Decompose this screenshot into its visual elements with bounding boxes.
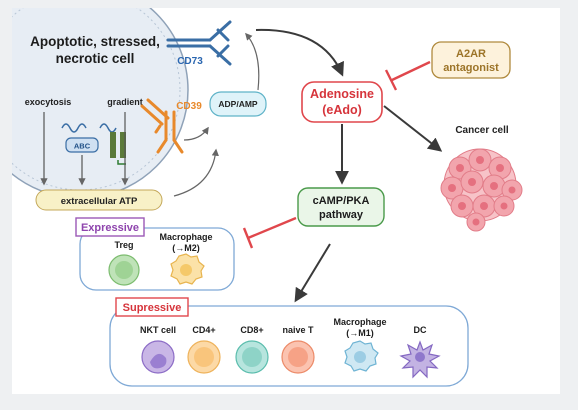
adp-amp-pill: [209, 91, 267, 117]
naive-t-cell-icon: [281, 340, 315, 374]
pathway-line2: pathway: [319, 209, 364, 221]
cell-title-line1: Apoptotic, stressed,: [30, 34, 160, 49]
dc-label: DC: [414, 325, 427, 335]
macrophage-m1-sub: (→M1): [346, 328, 374, 338]
pathway-to-supressive-arrow: [294, 243, 331, 303]
abc-transporter-label: ABC: [74, 142, 91, 151]
nkt-label: NKT cell: [140, 325, 176, 335]
supressive-title: Supressive: [123, 302, 182, 314]
adenosine-to-cancer-arrow: [383, 105, 443, 152]
macrophage-m1-label: Macrophage: [333, 317, 386, 327]
macrophage-m2-sub: (→M2): [172, 243, 200, 253]
atp-label: extracellular ATP: [61, 196, 138, 207]
dc-cell-icon: [399, 340, 441, 379]
cancer-cell-nuclei: [448, 156, 516, 226]
antagonist-inhibition: [384, 60, 431, 91]
cd73-enzyme-icon: [166, 20, 232, 66]
a2ar-antagonist-box: [431, 41, 511, 79]
membrane-channels: [61, 123, 126, 165]
antagonist-line2: antagonist: [443, 62, 499, 74]
treg-label: Treg: [114, 240, 133, 250]
nkt-cell-icon: [141, 340, 175, 374]
conversion-arrows: [173, 32, 260, 197]
cd73-to-adenosine-arrow: [255, 28, 344, 77]
naive-t-label: naive T: [282, 325, 314, 335]
treg-cell-icon: [108, 254, 140, 286]
gradient-label: gradient: [107, 97, 143, 107]
cd4-label: CD4+: [192, 325, 215, 335]
extracellular-atp-pill: [35, 189, 163, 211]
supressive-title-box: [115, 297, 189, 317]
cell-title-line2: necrotic cell: [56, 51, 135, 66]
antagonist-line1: A2AR: [456, 48, 486, 60]
exocytosis-label: exocytosis: [25, 97, 72, 107]
camp-pka-box: [297, 187, 385, 227]
pathway-line1: cAMP/PKA: [313, 195, 370, 207]
cancer-cell-label: Cancer cell: [455, 125, 509, 136]
expressive-title-box: [75, 217, 145, 237]
expressive-title: Expressive: [81, 222, 139, 234]
release-arrows: [40, 112, 129, 186]
macrophage-m2-label: Macrophage: [159, 232, 212, 242]
adp-amp-label: ADP/AMP: [218, 99, 258, 109]
adenosine-box: [301, 81, 383, 123]
cd39-enzyme-icon: [140, 98, 184, 154]
cd8-label: CD8+: [240, 325, 263, 335]
cd39-label: CD39: [176, 101, 202, 112]
macrophage-m2-cell-icon: [170, 253, 205, 285]
cd8-cell-icon: [235, 340, 269, 374]
adenosine-line2: (eAdo): [322, 103, 362, 117]
cd4-cell-icon: [187, 340, 221, 374]
pathway-inhibition-expressive: [242, 216, 297, 249]
adenosine-line1: Adenosine: [310, 87, 374, 101]
cd73-label: CD73: [177, 56, 203, 67]
macrophage-m1-cell-icon: [344, 340, 379, 372]
